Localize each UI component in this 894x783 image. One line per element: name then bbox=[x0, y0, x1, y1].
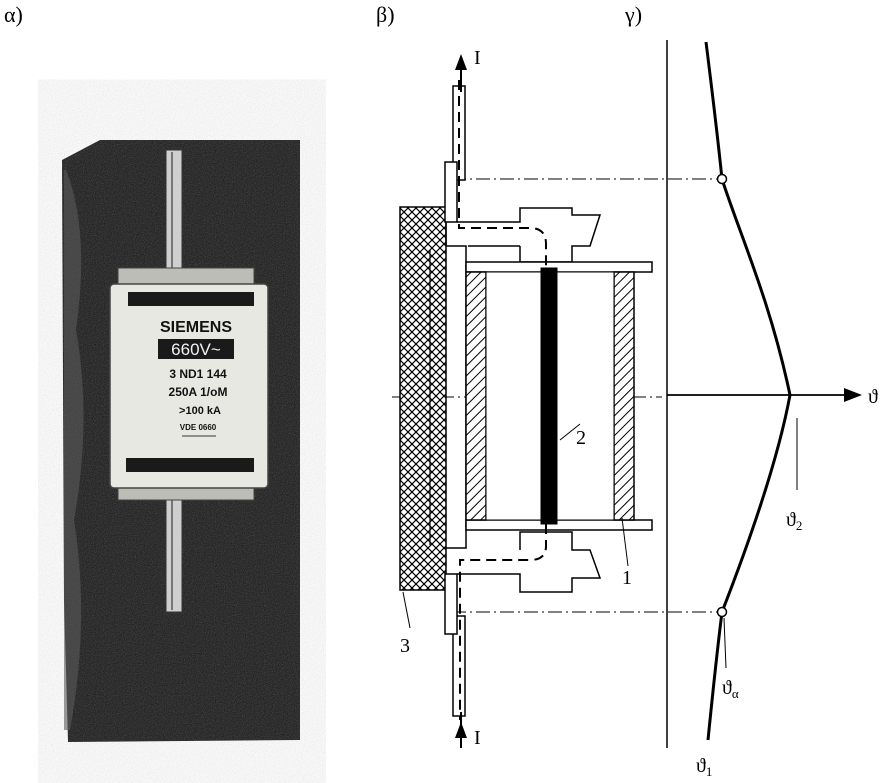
fuse-photo: SIEMENS 660V~ 3 ND1 144 250A 1/oM >100 k… bbox=[62, 140, 302, 742]
fuse-element-2 bbox=[540, 267, 558, 525]
curve-point-bottom bbox=[716, 606, 728, 618]
current-label-bottom: I bbox=[474, 727, 481, 749]
theta-axis-label: ϑ bbox=[868, 386, 878, 408]
ceramic-wall-1 bbox=[613, 271, 635, 521]
base-insulator-3 bbox=[399, 206, 447, 591]
current-label-top: I bbox=[474, 47, 481, 69]
theta-2-label: ϑ2 bbox=[786, 509, 802, 533]
ceramic-wall-left bbox=[465, 271, 487, 521]
curve-point-top bbox=[716, 173, 728, 185]
temperature-profile bbox=[666, 40, 862, 748]
fuse-body bbox=[109, 283, 269, 489]
fuse-schematic bbox=[392, 54, 720, 748]
part-label-2: 2 bbox=[576, 427, 586, 449]
fuse-rating: 250A 1/oM bbox=[169, 385, 228, 399]
part-label-3: 3 bbox=[400, 635, 410, 657]
temperature-curve bbox=[704, 41, 792, 741]
fuse-model: 3 ND1 144 bbox=[169, 367, 227, 381]
theta-1-label: ϑ1 bbox=[696, 755, 712, 779]
fuse-breaking: >100 kA bbox=[179, 405, 221, 417]
panel-label-a: α) bbox=[4, 2, 23, 27]
fuse-brand: SIEMENS bbox=[160, 319, 232, 336]
panel-label-c: γ) bbox=[625, 2, 643, 27]
theta-axis-arrow bbox=[844, 388, 862, 402]
fuse-standard: VDE 0660 bbox=[180, 423, 217, 432]
fuse-voltage: 660V~ bbox=[171, 340, 221, 359]
panel-label-b: β) bbox=[376, 2, 395, 27]
theta-alpha-label: ϑα bbox=[722, 677, 739, 701]
part-label-1: 1 bbox=[622, 567, 632, 589]
